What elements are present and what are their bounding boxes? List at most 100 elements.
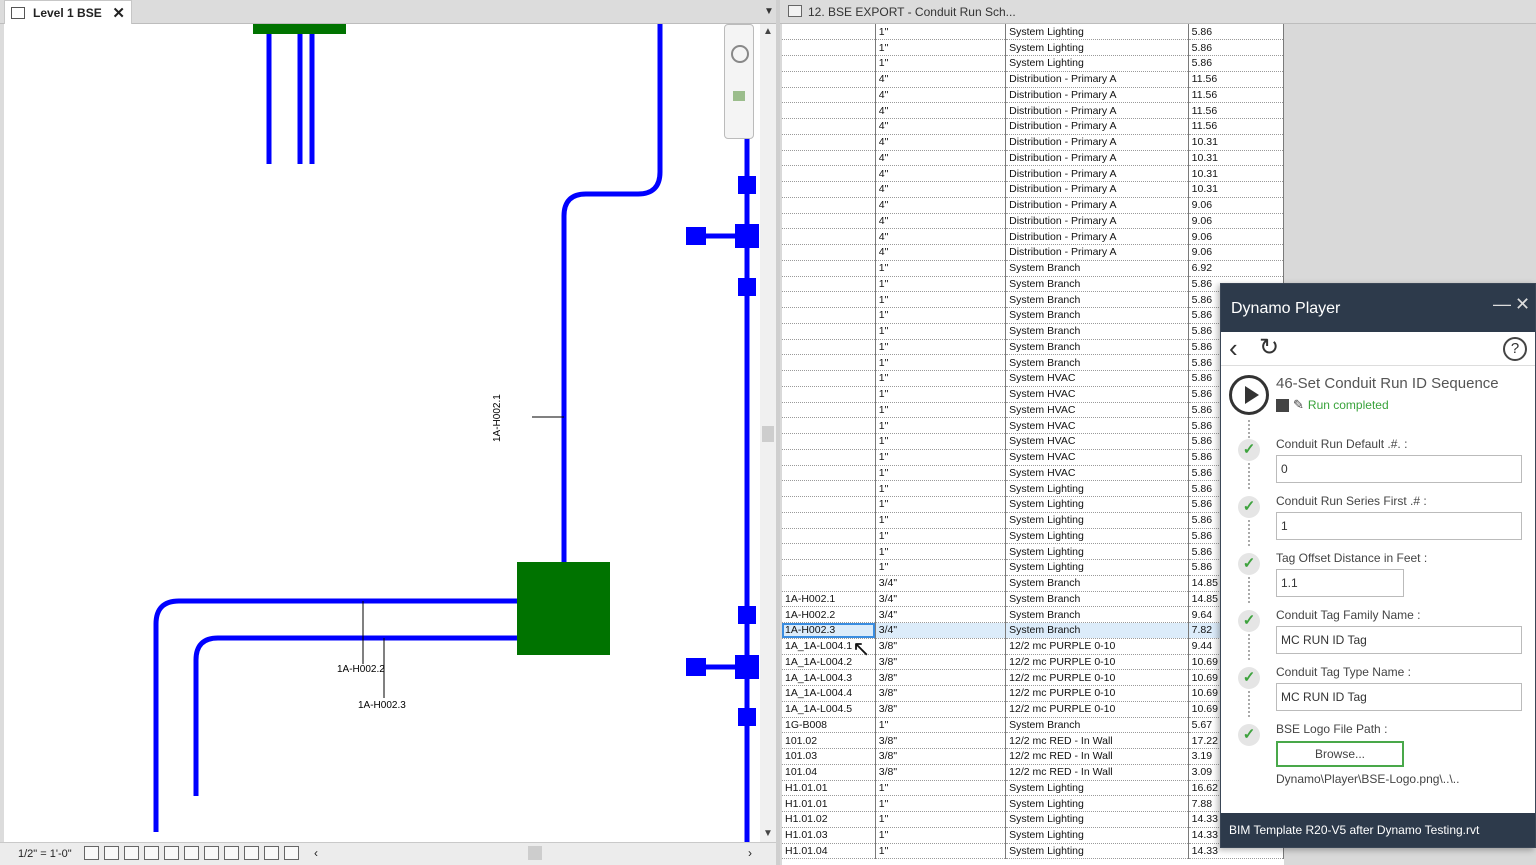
table-cell[interactable]: System Branch — [1006, 591, 1189, 607]
table-cell[interactable]: 4" — [875, 119, 1005, 135]
table-cell[interactable]: 12/2 mc PURPLE 0-10 — [1006, 670, 1189, 686]
table-cell[interactable]: 3/4" — [875, 623, 1005, 639]
table-cell[interactable]: 1" — [875, 308, 1005, 324]
table-cell[interactable]: System Lighting — [1006, 481, 1189, 497]
table-row[interactable]: 1"System Branch5.86 — [782, 355, 1284, 371]
table-cell[interactable]: System Lighting — [1006, 56, 1189, 72]
close-tab-icon[interactable]: ✕ — [112, 4, 125, 22]
table-cell[interactable] — [782, 276, 875, 292]
crop-view-icon[interactable] — [164, 846, 179, 860]
detail-level-icon[interactable] — [84, 846, 99, 860]
table-cell[interactable]: System Branch — [1006, 308, 1189, 324]
schedule-tab[interactable]: 12. BSE EXPORT - Conduit Run Sch... — [780, 0, 1536, 24]
table-row[interactable]: 4"Distribution - Primary A9.06 — [782, 245, 1284, 261]
table-cell[interactable]: 1" — [875, 434, 1005, 450]
table-cell[interactable]: 11.56 — [1188, 71, 1283, 87]
table-cell[interactable] — [782, 150, 875, 166]
table-row[interactable]: 1"System Lighting5.86 — [782, 56, 1284, 72]
navigation-bar[interactable] — [724, 24, 754, 139]
back-icon[interactable]: ‹ — [1229, 334, 1238, 362]
table-cell[interactable]: System HVAC — [1006, 371, 1189, 387]
table-cell[interactable]: 4" — [875, 87, 1005, 103]
table-cell[interactable] — [782, 418, 875, 434]
tag-family-input[interactable] — [1276, 626, 1522, 654]
table-row[interactable]: H1.01.011"System Lighting16.62 — [782, 780, 1284, 796]
table-cell[interactable]: 1A_1A-L004.5 — [782, 701, 875, 717]
table-cell[interactable]: 1" — [875, 276, 1005, 292]
zoom-icon[interactable] — [733, 91, 745, 101]
table-cell[interactable]: System Branch — [1006, 717, 1189, 733]
table-cell[interactable]: 10.31 — [1188, 150, 1283, 166]
table-cell[interactable]: System Lighting — [1006, 560, 1189, 576]
table-row[interactable]: 1"System HVAC5.86 — [782, 465, 1284, 481]
play-button[interactable] — [1229, 375, 1269, 415]
table-cell[interactable]: Distribution - Primary A — [1006, 134, 1189, 150]
table-cell[interactable] — [782, 544, 875, 560]
close-icon[interactable]: ✕ — [1515, 294, 1530, 315]
table-row[interactable]: 1A_1A-L004.43/8"12/2 mc PURPLE 0-1010.69 — [782, 686, 1284, 702]
shadows-icon[interactable] — [144, 846, 159, 860]
table-cell[interactable]: 4" — [875, 197, 1005, 213]
table-cell[interactable] — [782, 229, 875, 245]
table-cell[interactable] — [782, 182, 875, 198]
scroll-left-icon[interactable]: ‹ — [314, 846, 318, 860]
table-cell[interactable]: Distribution - Primary A — [1006, 103, 1189, 119]
table-cell[interactable]: Distribution - Primary A — [1006, 150, 1189, 166]
table-cell[interactable]: 12/2 mc RED - In Wall — [1006, 764, 1189, 780]
table-row[interactable]: 1"System Lighting5.86 — [782, 560, 1284, 576]
table-cell[interactable]: 4" — [875, 103, 1005, 119]
view-scale[interactable]: 1/2" = 1'-0" — [18, 848, 72, 860]
table-cell[interactable] — [782, 292, 875, 308]
table-cell[interactable]: 1" — [875, 339, 1005, 355]
table-cell[interactable] — [782, 87, 875, 103]
table-cell[interactable]: Distribution - Primary A — [1006, 229, 1189, 245]
table-cell[interactable] — [782, 355, 875, 371]
table-cell[interactable]: 1" — [875, 465, 1005, 481]
table-cell[interactable] — [782, 386, 875, 402]
table-cell[interactable] — [782, 308, 875, 324]
table-cell[interactable]: System HVAC — [1006, 449, 1189, 465]
table-cell[interactable]: 12/2 mc RED - In Wall — [1006, 733, 1189, 749]
table-cell[interactable] — [782, 260, 875, 276]
minimize-icon[interactable]: — — [1493, 294, 1511, 315]
table-cell[interactable] — [782, 213, 875, 229]
table-cell[interactable]: System Branch — [1006, 260, 1189, 276]
table-cell[interactable]: 11.56 — [1188, 103, 1283, 119]
table-row[interactable]: 1"System HVAC5.86 — [782, 402, 1284, 418]
table-cell[interactable]: System HVAC — [1006, 434, 1189, 450]
scroll-down-icon[interactable]: ▼ — [763, 828, 773, 839]
table-cell[interactable]: 1G-B008 — [782, 717, 875, 733]
table-cell[interactable]: 101.04 — [782, 764, 875, 780]
table-cell[interactable]: System Lighting — [1006, 528, 1189, 544]
edit-icon[interactable]: ✎ — [1293, 397, 1304, 413]
tag-type-input[interactable] — [1276, 683, 1522, 711]
table-cell[interactable]: System Lighting — [1006, 497, 1189, 513]
table-cell[interactable] — [782, 134, 875, 150]
worksharing-icon[interactable] — [244, 846, 259, 860]
table-row[interactable]: 4"Distribution - Primary A9.06 — [782, 229, 1284, 245]
tab-dropdown-icon[interactable]: ▼ — [764, 6, 774, 17]
table-row[interactable]: 1"System Lighting5.86 — [782, 497, 1284, 513]
table-cell[interactable]: Distribution - Primary A — [1006, 245, 1189, 261]
table-row[interactable]: 1"System Lighting5.86 — [782, 40, 1284, 56]
table-cell[interactable]: System Branch — [1006, 292, 1189, 308]
table-cell[interactable]: 1" — [875, 56, 1005, 72]
table-cell[interactable]: 1" — [875, 560, 1005, 576]
table-cell[interactable]: 9.06 — [1188, 213, 1283, 229]
table-cell[interactable] — [782, 339, 875, 355]
table-cell[interactable]: 10.31 — [1188, 182, 1283, 198]
table-cell[interactable]: 1A_1A-L004.3 — [782, 670, 875, 686]
table-cell[interactable]: 3/4" — [875, 591, 1005, 607]
table-row[interactable]: 1"System HVAC5.86 — [782, 449, 1284, 465]
table-row[interactable]: H1.01.031"System Lighting14.33 — [782, 827, 1284, 843]
table-cell[interactable]: 3/8" — [875, 686, 1005, 702]
table-row[interactable]: 1"System Branch5.86 — [782, 308, 1284, 324]
table-cell[interactable]: 1" — [875, 512, 1005, 528]
table-row[interactable]: 4"Distribution - Primary A10.31 — [782, 166, 1284, 182]
table-cell[interactable]: System Lighting — [1006, 812, 1189, 828]
table-cell[interactable] — [782, 560, 875, 576]
table-cell[interactable]: 4" — [875, 150, 1005, 166]
table-row[interactable]: 1A_1A-L004.53/8"12/2 mc PURPLE 0-1010.69 — [782, 701, 1284, 717]
table-cell[interactable]: 1" — [875, 323, 1005, 339]
steering-wheel-icon[interactable] — [731, 45, 749, 63]
